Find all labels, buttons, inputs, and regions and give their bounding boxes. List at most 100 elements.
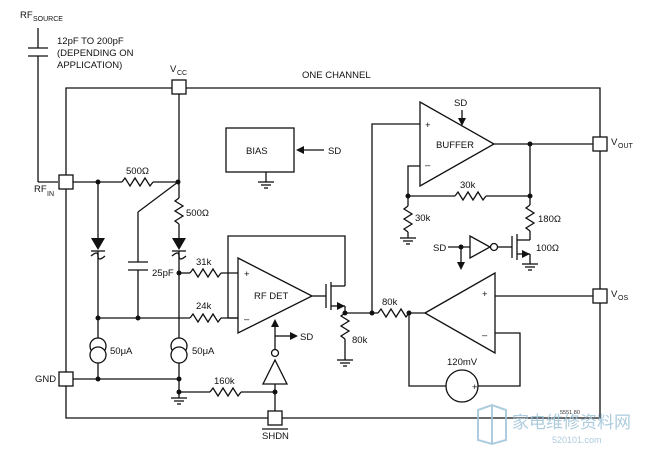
rfdet-label: RF DET: [254, 291, 289, 302]
r-30k-horizontal: [408, 190, 530, 202]
vout-label-sub: OUT: [618, 143, 634, 150]
sd-inverter: [469, 234, 492, 260]
r-180: [524, 144, 536, 240]
vos-label-sub: OS: [618, 295, 628, 302]
bias-sd-label: SD: [328, 146, 341, 157]
rfdet-enable-arrow: [271, 319, 279, 327]
rfdet-plus: +: [244, 269, 250, 280]
r-80k-horiz-label: 80k: [382, 297, 398, 308]
r-30k-vert-label: 30k: [415, 213, 431, 224]
r-31k-label: 31k: [196, 257, 212, 268]
diag-wire: [137, 181, 179, 213]
node-gnd-left: [95, 376, 101, 382]
watermark-cn: 家电维修资料网: [512, 413, 631, 432]
r-500-top-label: 500Ω: [126, 166, 149, 177]
vout-label-main: V: [611, 137, 618, 148]
shdn-label: SHDN: [262, 431, 289, 442]
rfdet-sd-arrow: [290, 332, 298, 340]
rf-det-amp: [237, 256, 314, 335]
vos-amp-feedback-left: [408, 313, 446, 387]
rf-input-network: [73, 176, 178, 188]
rfdet-output-transistor: [325, 276, 346, 313]
node-24k-cap: [135, 315, 141, 321]
v-120mv-label: 120mV: [447, 357, 478, 368]
v-120mv-plus: +: [472, 382, 478, 393]
r-31k: [179, 267, 238, 279]
shdn-buffer: [261, 358, 289, 385]
c-25pf-label: 25pF: [152, 268, 174, 279]
rfdet-feedback: [227, 235, 346, 319]
r-24k-label: 24k: [196, 301, 212, 312]
buffer-plus: +: [425, 120, 431, 131]
left-diode: [90, 182, 106, 338]
r-80k-vert-label: 80k: [352, 335, 368, 346]
r-30k-vertical: [400, 196, 416, 245]
cap-25pf: [128, 261, 148, 318]
rfin-label-main: RF: [34, 184, 47, 195]
r-500-vertical: [173, 182, 185, 238]
bias-label: BIAS: [246, 146, 268, 157]
right-diode: [171, 238, 187, 338]
node-gnd-right: [176, 376, 182, 382]
vcc-label-main: V: [170, 64, 177, 75]
r-160k-label: 160k: [214, 376, 235, 387]
r-100-label: 100Ω: [536, 243, 559, 254]
vos-pin[interactable]: [592, 288, 608, 304]
vos-amp-feedback-right: [478, 332, 521, 387]
buffer-amp: [419, 100, 496, 188]
sd-inverter-bubble: [489, 242, 499, 252]
watermark-url: 520101.com: [552, 435, 602, 445]
vos-label-main: V: [611, 289, 618, 300]
pulldown-transistor: [511, 234, 538, 271]
rfdet-minus: –: [244, 314, 250, 325]
node-160k: [176, 389, 182, 395]
figure-id: 5551 80: [560, 410, 580, 416]
vos-amp-sd-arrow: [457, 262, 465, 270]
rfdet-sd-label: SD: [300, 332, 313, 343]
current-source-right: [170, 337, 188, 398]
r-180-label: 180Ω: [538, 214, 561, 225]
vcc-label-sub: CC: [177, 70, 187, 77]
bias-ground: [258, 172, 274, 189]
cap-note-line2: (DEPENDING ON: [57, 48, 134, 59]
rfin-pin[interactable]: [58, 174, 74, 190]
r-80k-horizontal: [345, 307, 426, 319]
node-31k: [176, 270, 182, 276]
watermark: 家电维修资料网 520101.com: [477, 403, 631, 446]
buffer-in-wire: [371, 123, 420, 313]
r-80k-vertical: [337, 312, 353, 367]
gnd-symbol-left: [171, 397, 187, 405]
r-24k: [98, 312, 238, 324]
gnd-pin[interactable]: [58, 371, 74, 387]
inverter-sd-label: SD: [433, 243, 446, 254]
buffer-sd-arrow: [458, 118, 466, 126]
channel-label: ONE CHANNEL: [302, 70, 371, 81]
v-120mv-source: [445, 369, 479, 403]
bias-block: [225, 127, 295, 173]
r-30k-horiz-label: 30k: [460, 180, 476, 191]
buffer-minus-wire: [407, 165, 420, 196]
buffer-minus: –: [425, 160, 431, 171]
cap-note-line3: APPLICATION): [57, 60, 122, 71]
rf-source-input: [28, 28, 58, 183]
shdn-pin[interactable]: [267, 410, 283, 426]
vos-amp-minus: –: [482, 330, 488, 341]
vcc-pin[interactable]: [171, 79, 187, 95]
rf-source-label-sub: SOURCE: [33, 16, 63, 23]
shdn-bubble: [270, 348, 280, 358]
node-180-top: [527, 193, 533, 199]
rf-source-label-main: RF: [20, 10, 33, 21]
buffer-sd-label: SD: [454, 98, 467, 109]
r-160k: [179, 386, 275, 398]
i-50ua-left-label: 50μA: [110, 346, 133, 357]
rfin-label-sub: IN: [47, 191, 54, 198]
cap-note-line1: 12pF TO 200pF: [57, 36, 124, 47]
buffer-label: BUFFER: [436, 140, 474, 151]
node-24k-left: [95, 315, 101, 321]
r-500-vert-label: 500Ω: [186, 208, 209, 219]
bias-sd-arrow: [296, 146, 304, 154]
current-source-left: [89, 337, 107, 379]
vos-amp: [423, 271, 496, 355]
vout-pin[interactable]: [592, 136, 608, 152]
